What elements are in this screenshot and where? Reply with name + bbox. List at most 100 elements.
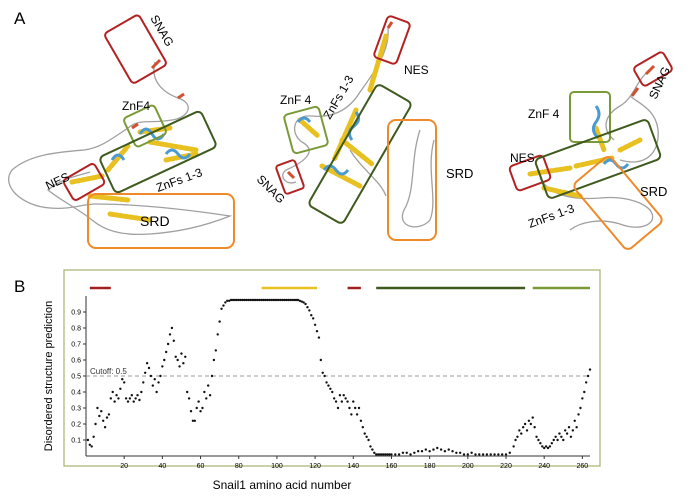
data-point xyxy=(122,381,126,384)
x-tick-label: 20 xyxy=(120,463,128,470)
structure-2-znfs-label: ZnFs 1-3 xyxy=(320,73,356,122)
data-point xyxy=(149,374,153,378)
data-point xyxy=(521,426,525,429)
data-point xyxy=(500,453,504,456)
data-point xyxy=(544,445,548,448)
data-point xyxy=(302,301,305,304)
data-point xyxy=(109,397,113,400)
data-point xyxy=(346,400,349,403)
data-point xyxy=(101,419,105,422)
structure-1-znf4-label: ZnF4 xyxy=(122,99,150,113)
data-point xyxy=(258,298,261,302)
data-point xyxy=(163,358,166,362)
data-point xyxy=(304,302,307,306)
data-point xyxy=(548,445,552,448)
data-point xyxy=(342,394,345,397)
y-axis-ticks: 0.10.20.30.40.50.60.70.80.9 xyxy=(71,310,86,445)
data-point xyxy=(107,413,111,416)
data-point xyxy=(355,413,359,416)
y-tick-label: 0.8 xyxy=(71,326,81,333)
structure-3-znf4-label: ZnF 4 xyxy=(528,107,560,121)
data-point xyxy=(384,453,387,456)
data-point xyxy=(348,406,351,410)
data-point xyxy=(279,298,282,302)
data-point xyxy=(115,394,118,397)
data-point xyxy=(556,438,559,442)
data-point xyxy=(166,342,170,346)
data-point xyxy=(432,448,435,451)
data-point xyxy=(405,451,408,454)
data-point xyxy=(306,306,309,309)
data-point xyxy=(386,453,389,456)
data-point xyxy=(187,397,191,400)
data-point xyxy=(168,333,172,336)
data-point xyxy=(147,366,151,370)
data-point xyxy=(105,416,109,419)
x-tick-label: 180 xyxy=(424,463,436,470)
structure-1-znfs-label: ZnFs 1-3 xyxy=(154,165,204,195)
structure-3-nes-box xyxy=(508,154,552,192)
data-point xyxy=(153,378,156,381)
data-point xyxy=(539,442,542,445)
data-point xyxy=(229,298,233,302)
data-point xyxy=(260,298,263,302)
data-point xyxy=(382,453,386,456)
data-point xyxy=(210,374,214,378)
data-point xyxy=(248,298,252,302)
cutoff-label: Cutoff: 0.5 xyxy=(90,367,127,376)
data-point xyxy=(575,426,578,429)
data-point xyxy=(222,304,225,307)
structure-1-coil xyxy=(8,61,233,236)
y-tick-label: 0.4 xyxy=(71,390,81,397)
data-point xyxy=(308,309,311,312)
structure-1-srd-box xyxy=(87,193,235,249)
data-point xyxy=(584,381,588,384)
y-axis-label: Disordered structure prediction xyxy=(43,301,55,451)
data-points xyxy=(86,298,592,456)
data-point xyxy=(481,453,485,456)
data-point xyxy=(436,446,439,450)
data-point xyxy=(571,429,575,432)
data-point xyxy=(478,453,481,456)
data-point xyxy=(113,400,116,403)
data-point xyxy=(554,435,557,438)
structure-2-red-segments xyxy=(286,21,394,180)
structure-3-srd-label: SRD xyxy=(640,184,667,199)
data-point xyxy=(376,453,380,456)
data-point xyxy=(319,358,323,362)
data-point xyxy=(397,453,401,456)
data-point xyxy=(189,410,193,413)
data-point xyxy=(493,453,496,456)
structure-1-srd-label: SRD xyxy=(140,213,170,229)
data-point xyxy=(369,445,372,448)
data-point xyxy=(269,298,273,302)
structure-3: SNAG ZnF 4 NES ZnFs 1-3 SRD xyxy=(508,51,673,250)
data-point xyxy=(518,429,521,432)
data-point xyxy=(296,298,300,302)
data-point xyxy=(176,358,179,362)
data-point xyxy=(523,422,527,426)
structure-2-znf4-label: ZnF 4 xyxy=(280,93,312,107)
data-point xyxy=(245,298,248,302)
structure-3-znfs-box xyxy=(534,119,662,199)
data-point xyxy=(164,350,168,354)
data-point xyxy=(317,336,321,339)
data-point xyxy=(516,435,519,438)
structure-2-nes-box xyxy=(373,15,411,65)
x-tick-label: 80 xyxy=(235,463,243,470)
data-point xyxy=(546,446,550,450)
data-point xyxy=(231,298,235,302)
data-point xyxy=(401,451,405,454)
data-point xyxy=(550,442,554,445)
data-point xyxy=(439,448,443,451)
data-point xyxy=(268,298,271,302)
structure-2-znfs-box xyxy=(308,84,412,224)
data-point xyxy=(243,298,246,302)
data-point xyxy=(283,298,286,302)
panel-b-letter: B xyxy=(14,277,25,296)
data-point xyxy=(199,410,202,413)
data-point xyxy=(325,381,328,384)
data-point xyxy=(388,453,391,456)
data-point xyxy=(262,298,265,302)
data-point xyxy=(294,298,298,302)
